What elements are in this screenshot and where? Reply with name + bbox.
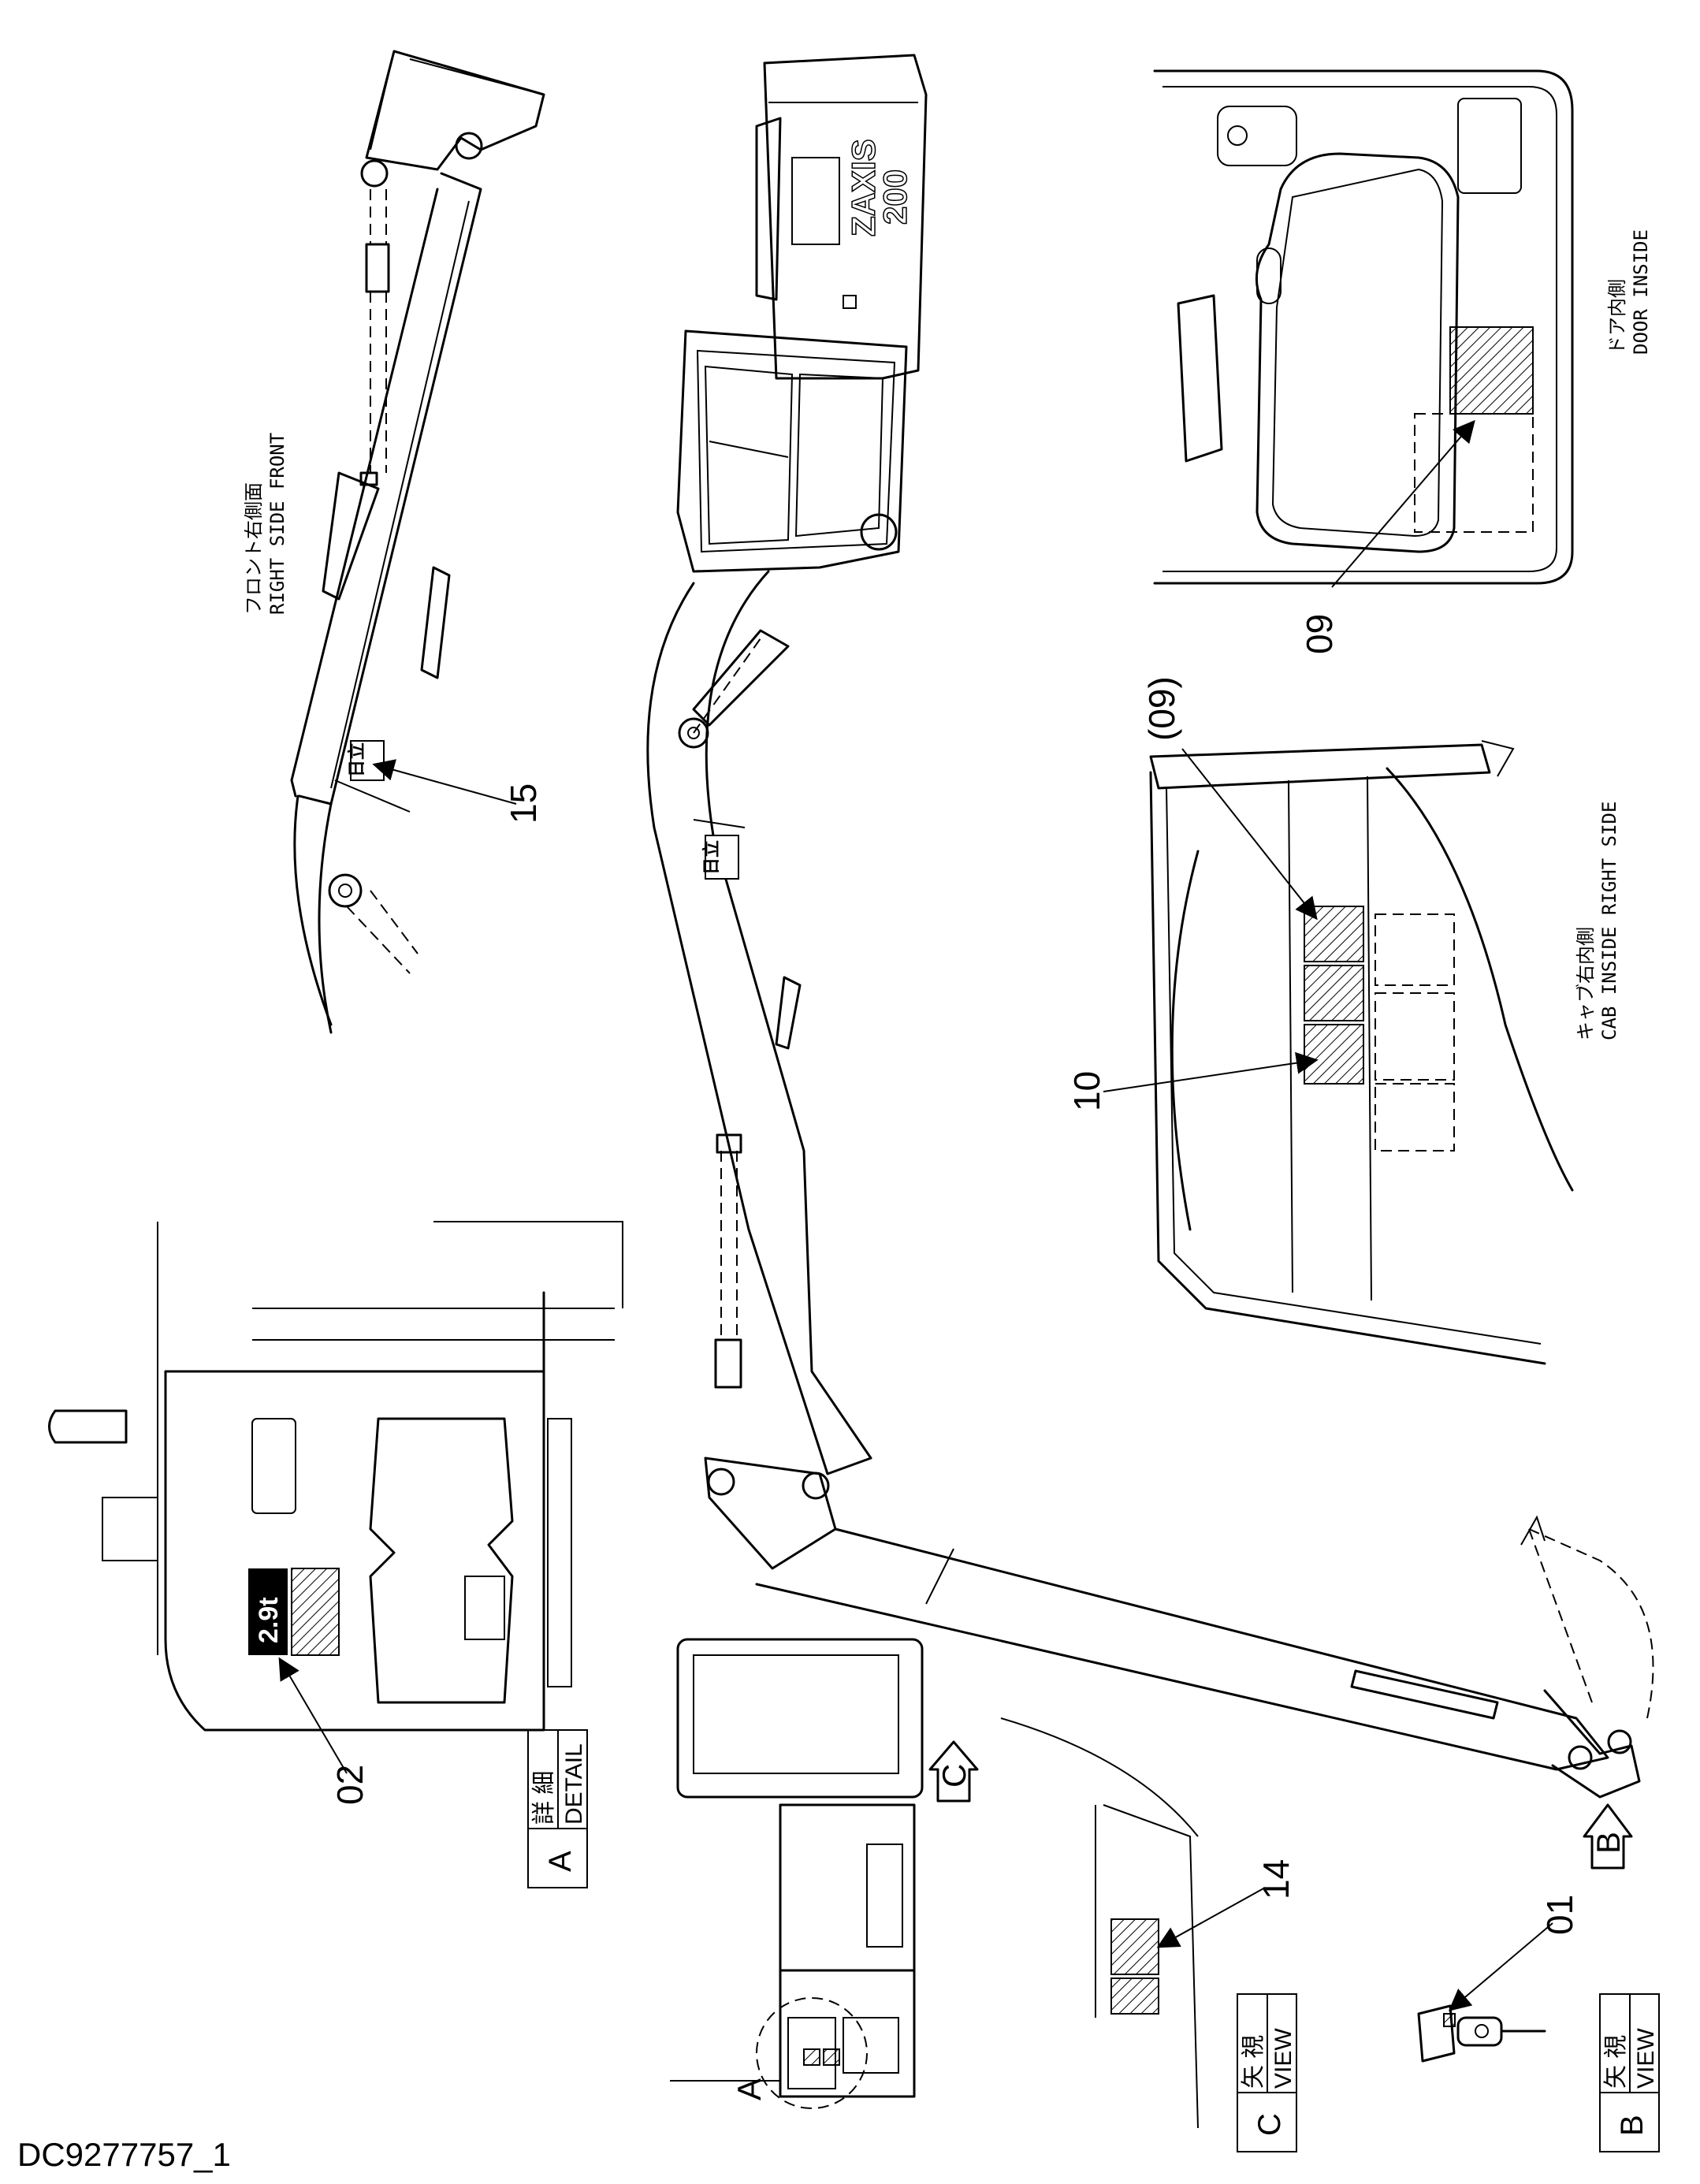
callout-09-ref-leader	[1181, 748, 1318, 921]
view-arrow-a: A	[731, 2078, 768, 2100]
svg-text:B: B	[1615, 2115, 1650, 2136]
callout-02-leader	[278, 1657, 348, 1774]
cab-decals	[1304, 906, 1455, 1152]
callout-01-leader	[1448, 1922, 1553, 2011]
load-rating-decal: 2.9t	[248, 1568, 340, 1656]
view-b-box: 矢 視 VIEW B	[1599, 1993, 1660, 2152]
callout-09-leader	[1331, 419, 1475, 588]
door-inside-caption-en: DOOR INSIDE	[1630, 229, 1652, 355]
front-boom-decal: 日立	[347, 740, 385, 781]
front-right-side-view: 日立	[290, 50, 545, 1034]
detail-a-view: 2.9t	[48, 1221, 623, 1732]
svg-text:C: C	[936, 1764, 973, 1788]
callout-09: 09	[1299, 614, 1340, 654]
callout-14: 14	[1255, 1859, 1296, 1899]
machine-side-view	[670, 1638, 924, 2109]
main-boom: 日立	[646, 570, 872, 1570]
callout-15-front-leader	[372, 759, 517, 805]
view-c-detail	[1000, 1717, 1199, 2129]
model-number-decal: 200	[876, 169, 913, 225]
model-name-decal: ZAXIS	[845, 139, 882, 236]
view-c-box: 矢 視 VIEW C	[1237, 1993, 1297, 2152]
boom-decal-text: 日立	[701, 840, 721, 875]
cab-inside-view	[1149, 740, 1574, 1365]
svg-text:詳 細: 詳 細	[531, 1771, 557, 1825]
callout-10: 10	[1066, 1071, 1107, 1111]
load-rating-decal-text: 2.9t	[254, 1597, 284, 1643]
svg-text:VIEW: VIEW	[1633, 2028, 1659, 2089]
callout-09-ref: (09)	[1141, 676, 1182, 741]
cab-inside-caption-jp: キャブ右内側	[1575, 927, 1597, 1040]
view-b-detail	[1417, 2004, 1546, 2063]
arm-and-bucket	[755, 1515, 1654, 1799]
svg-text:矢 視: 矢 視	[1241, 2035, 1267, 2089]
svg-text:矢 視: 矢 視	[1603, 2035, 1629, 2089]
svg-text:B: B	[1590, 1832, 1627, 1854]
callout-14-leader	[1156, 1887, 1266, 1948]
callout-01: 01	[1539, 1895, 1580, 1935]
upper-structure: ZAXIS 200	[676, 54, 928, 573]
cab-inside-caption-en: CAB INSIDE RIGHT SIDE	[1598, 802, 1620, 1040]
view-arrow-c: C	[928, 1740, 979, 1803]
front-boom-decal-text: 日立	[347, 742, 366, 777]
svg-text:DETAIL: DETAIL	[561, 1743, 587, 1825]
detail-a-box: 詳 細 DETAIL A	[527, 1729, 588, 1888]
front-right-caption-en: RIGHT SIDE FRONT	[266, 433, 288, 615]
callout-15-front: 15	[503, 783, 544, 824]
callout-02: 02	[329, 1765, 370, 1805]
door-inside-caption-jp: ドア内側	[1606, 279, 1628, 355]
svg-text:A: A	[543, 1851, 578, 1872]
svg-text:C: C	[1252, 2113, 1287, 2136]
boom-decal: 日立	[701, 835, 739, 880]
door-decal-09	[1414, 326, 1534, 533]
callout-10-leader	[1103, 1051, 1319, 1092]
front-right-caption-jp: フロント右側面	[243, 482, 265, 615]
svg-text:VIEW: VIEW	[1270, 2028, 1296, 2089]
door-inside-view	[1153, 69, 1574, 585]
document-id: DC9277757_1	[17, 2136, 231, 2173]
view-arrow-b: B	[1583, 1803, 1633, 1870]
